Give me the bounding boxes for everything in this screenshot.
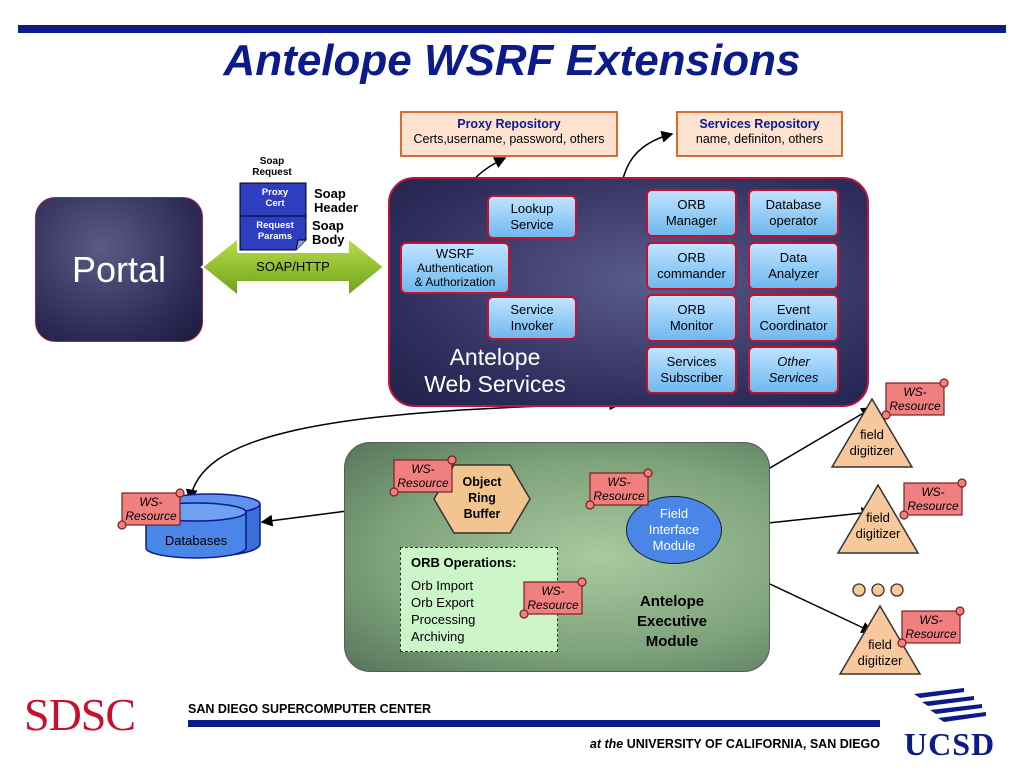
ws-resource-scroll: WS-Resource xyxy=(584,468,654,510)
field-interface-module: Field Interface Module xyxy=(626,496,722,564)
orb-operations-box: ORB Operations: Orb Import Orb Export Pr… xyxy=(400,547,558,652)
soap-envelope xyxy=(239,182,307,251)
databases-label: Databases xyxy=(164,533,228,548)
field-digitizer-triangle-2 xyxy=(836,483,920,554)
ellipsis-dots xyxy=(852,583,904,597)
page-title: Antelope WSRF Extensions xyxy=(223,36,801,85)
orb-operation-item: Orb Import xyxy=(411,578,474,593)
orb-operation-item: Processing xyxy=(411,612,476,627)
proxy-repository-sub: Certs,username, password, others xyxy=(413,132,605,146)
scroll-icon xyxy=(519,577,587,619)
ws-resource-label: WS-Resource xyxy=(907,485,959,513)
orb-operation-item: Archiving xyxy=(411,629,465,644)
ws-resource-scroll: WS-Resource xyxy=(518,577,588,619)
orb-operation-item: Orb Export xyxy=(411,595,474,610)
soap-header-label: Soap Header xyxy=(314,186,359,215)
ws-resource-label: WS-Resource xyxy=(397,462,449,490)
object-ring-buffer-hexagon xyxy=(433,464,531,534)
ws-resource-label: WS-Resource xyxy=(593,475,645,503)
soap-http-label: SOAP/HTTP xyxy=(256,259,330,274)
sdsc-name: SAN DIEGO SUPERCOMPUTER CENTER xyxy=(188,702,432,716)
scroll-icon xyxy=(389,455,457,497)
antelope-executive-module-label: Antelope Executive Module xyxy=(636,593,708,650)
top-rule xyxy=(18,25,1006,33)
soap-body-label: Soap Body xyxy=(312,218,345,247)
antelope-web-services-label: Antelope Web Services xyxy=(424,344,566,397)
services-repository-sub: name, definiton, others xyxy=(695,132,824,146)
ws-resource-label: WS-Resource xyxy=(125,495,177,523)
request-params-label: Request Params xyxy=(256,220,294,242)
university-line: at the UNIVERSITY OF CALIFORNIA, SAN DIE… xyxy=(589,737,880,751)
ws-resource-scroll: WS-Resource xyxy=(116,488,186,530)
field-digitizer-triangle-1 xyxy=(830,397,914,468)
sdsc-logo: SDSC xyxy=(24,689,136,740)
portal-box: Portal xyxy=(35,197,203,342)
connector-databases-webservices xyxy=(185,398,622,502)
proxy-cert-label: Proxy Cert xyxy=(261,187,289,209)
services-repository: Services Repository name, definiton, oth… xyxy=(676,111,843,157)
soap-request-label: Soap Request xyxy=(252,156,292,178)
object-ring-buffer-label: Object Ring Buffer xyxy=(462,475,502,521)
ucsd-logo-mark xyxy=(914,688,986,722)
scroll-icon xyxy=(881,378,949,420)
scroll-icon xyxy=(897,606,965,648)
ws-resource-label: WS-Resource xyxy=(905,613,957,641)
ws-resource-scroll: WS-Resource xyxy=(388,455,458,497)
ucsd-logo: UCSD xyxy=(904,726,996,762)
scroll-icon xyxy=(117,488,185,530)
bottom-rule xyxy=(188,720,880,727)
scroll-icon xyxy=(585,468,653,510)
ws-resource-scroll: WS-Resource xyxy=(880,378,950,420)
orb-operations-heading: ORB Operations: xyxy=(411,555,517,570)
ws-resource-scroll: WS-Resource xyxy=(898,478,968,520)
scroll-icon xyxy=(899,478,967,520)
ws-resource-scroll: WS-Resource xyxy=(896,606,966,648)
ws-resource-label: WS-Resource xyxy=(527,584,579,612)
proxy-repository: Proxy Repository Certs,username, passwor… xyxy=(400,111,618,157)
proxy-repository-title: Proxy Repository xyxy=(457,117,561,131)
services-repository-title: Services Repository xyxy=(699,117,820,131)
ws-resource-label: WS-Resource xyxy=(889,385,941,413)
soap-http-arrow xyxy=(200,236,386,298)
